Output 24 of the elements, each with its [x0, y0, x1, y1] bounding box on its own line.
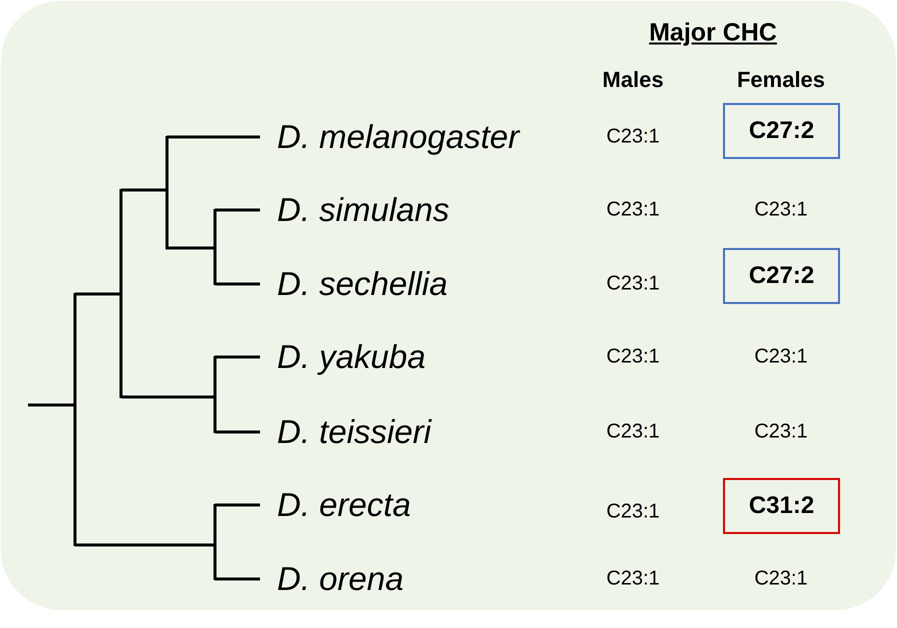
- species-name: D. orena: [277, 560, 404, 598]
- table-value: C23:1: [606, 346, 660, 368]
- table-value: C23:1: [606, 198, 660, 222]
- table-value: C23:1: [754, 198, 808, 222]
- highlighted-value-box: C27:2: [723, 103, 840, 159]
- table-value: C23:1: [606, 272, 660, 296]
- column-header: Females: [736, 67, 826, 93]
- table-heading: Major CHC: [649, 18, 777, 48]
- table-value: C23:1: [754, 346, 808, 368]
- highlighted-value-box: C27:2: [723, 248, 840, 304]
- table-value: C23:1: [606, 500, 660, 524]
- species-name: D. erecta: [277, 486, 411, 524]
- species-name: D. teissieri: [277, 413, 432, 451]
- table-value: C23:1: [754, 568, 808, 590]
- species-name: D. sechellia: [277, 265, 448, 303]
- species-name: D. yakuba: [277, 338, 426, 376]
- table-value: C23:1: [606, 568, 660, 590]
- species-name: D. melanogaster: [277, 118, 520, 156]
- table-value: C23:1: [606, 126, 660, 148]
- highlighted-value-box: C31:2: [723, 478, 840, 534]
- species-name: D. simulans: [277, 191, 450, 229]
- column-header: Males: [602, 67, 664, 93]
- table-value: C23:1: [606, 420, 660, 444]
- table-value: C23:1: [754, 420, 808, 444]
